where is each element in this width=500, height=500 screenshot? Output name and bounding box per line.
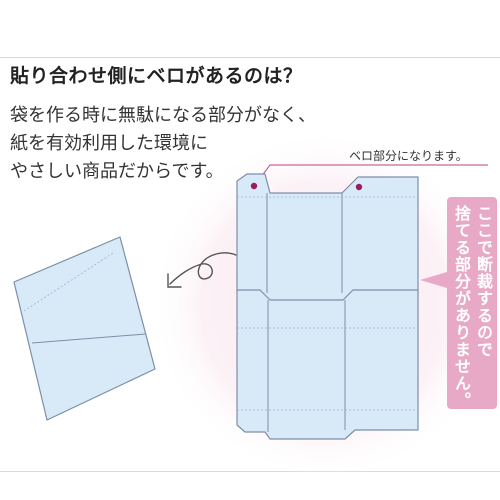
folded-envelope <box>13 236 156 421</box>
unfolded-sheet-bottom <box>236 289 419 440</box>
side-note-line-2: 捨てる部分がありません。 <box>452 205 471 409</box>
top-divider <box>0 57 500 58</box>
body-line-1: 袋を作る時に無駄になる部分がなく、 <box>10 105 316 126</box>
tongue-marker-right <box>355 183 363 191</box>
side-note: ここで断裁するので 捨てる部分がありません。 <box>447 197 497 409</box>
body-line-3: やさしい商品だからです。 <box>10 161 224 182</box>
curly-arrow <box>167 252 237 288</box>
body-line-2: 紙を有効利用した環境に <box>10 133 208 154</box>
body-text: 袋を作る時に無駄になる部分がなく、 紙を有効利用した環境に やさしい商品だからで… <box>10 102 350 186</box>
heading: 貼り合わせ側にベロがあるのは？ <box>10 65 303 87</box>
callout-label: ベロ部分になります。 <box>349 148 468 163</box>
side-note-line-1: ここで断裁するので <box>474 205 493 358</box>
bottom-divider <box>0 471 500 472</box>
unfolded-sheet-top <box>236 173 419 304</box>
side-note-pointer <box>420 272 447 288</box>
tongue-marker-left <box>250 182 258 190</box>
